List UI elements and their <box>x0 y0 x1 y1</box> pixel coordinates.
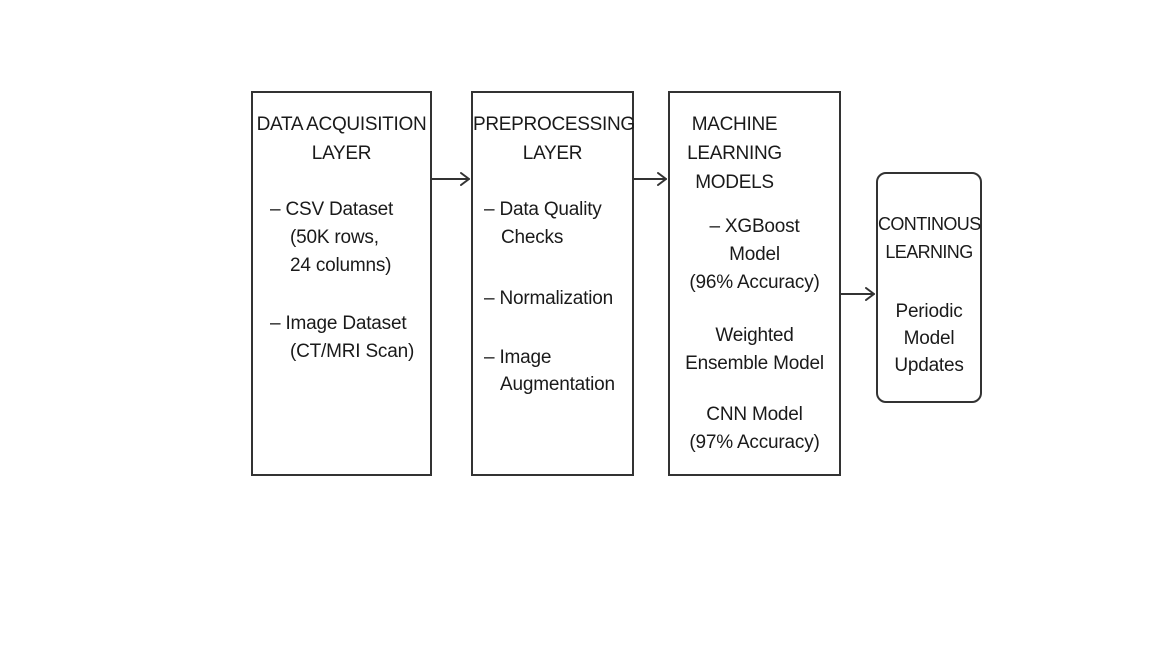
normalization-item: – Normalization <box>484 288 613 309</box>
csv-dataset-item: – CSV Dataset <box>270 199 394 220</box>
ml-models-title: MACHINE LEARNING MODELS <box>687 114 782 193</box>
preprocessing-title: PREPROCESSING LAYER <box>473 114 635 164</box>
arrow-acquisition-to-preprocessing <box>431 172 470 186</box>
data-quality-item: – Data Quality <box>484 199 602 220</box>
ml-models-box: MACHINE LEARNING MODELS – XGBoost Model … <box>668 91 841 476</box>
preprocessing-box: PREPROCESSING LAYER – Data Quality Check… <box>471 91 635 476</box>
weighted-ensemble-item: Weighted Ensemble Model <box>685 325 824 374</box>
data-acquisition-title: DATA ACQUISITION LAYER <box>256 114 427 164</box>
image-augmentation-item: – Image <box>484 347 552 368</box>
image-augmentation-cont: Augmentation <box>500 374 615 395</box>
arrow-ml-to-continuous <box>840 287 875 301</box>
arrow-preprocessing-to-ml <box>633 172 667 186</box>
xgboost-model-item: – XGBoost Model (96% Accuracy) <box>689 216 820 293</box>
periodic-updates-item: Periodic Model Updates <box>894 301 964 376</box>
cnn-model-item: CNN Model (97% Accuracy) <box>689 404 820 453</box>
data-quality-cont: Checks <box>501 227 564 248</box>
image-dataset-item: – Image Dataset <box>270 313 407 334</box>
continuous-learning-title: CONTINOUS LEARNING <box>878 214 981 262</box>
data-acquisition-box: DATA ACQUISITION LAYER – CSV Dataset (50… <box>251 91 432 476</box>
continuous-learning-box: CONTINOUS LEARNING Periodic Model Update… <box>876 172 982 403</box>
csv-dataset-details: (50K rows, 24 columns) <box>290 227 392 276</box>
image-dataset-details: (CT/MRI Scan) <box>290 341 415 362</box>
